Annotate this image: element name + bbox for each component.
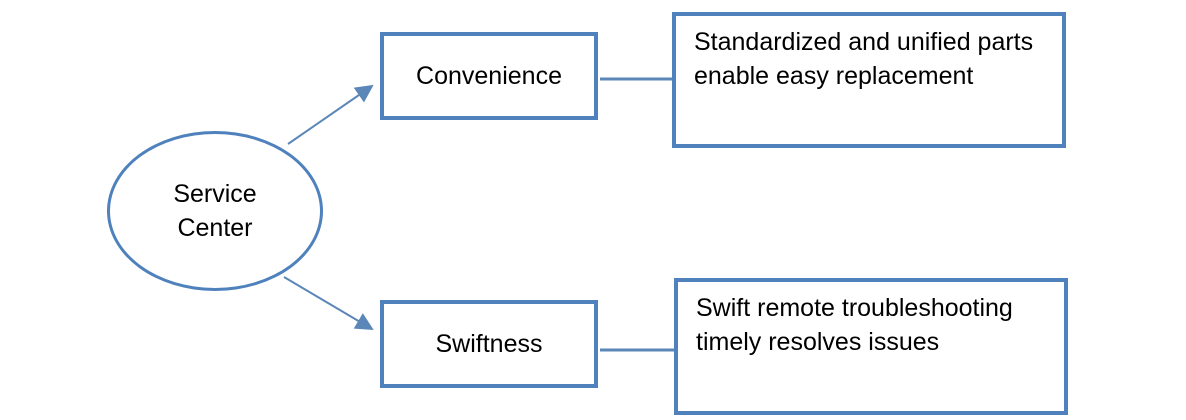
- arrow-service-to-swiftness: [283, 276, 374, 331]
- service-center-label: Service Center: [173, 180, 257, 242]
- swiftness-node: Swiftness: [380, 300, 598, 388]
- arrow-service-to-convenience: [287, 84, 374, 145]
- swiftness-description-text: Swift remote troubleshooting timely reso…: [696, 294, 1013, 356]
- convenience-description-text: Standardized and unified parts enable ea…: [694, 28, 1034, 90]
- swiftness-description-node: Swift remote troubleshooting timely reso…: [674, 278, 1068, 415]
- swiftness-label: Swiftness: [435, 329, 543, 358]
- convenience-label: Convenience: [416, 61, 562, 90]
- convenience-node: Convenience: [380, 32, 598, 120]
- service-center-node: Service Center: [107, 131, 323, 291]
- convenience-description-node: Standardized and unified parts enable ea…: [672, 12, 1066, 148]
